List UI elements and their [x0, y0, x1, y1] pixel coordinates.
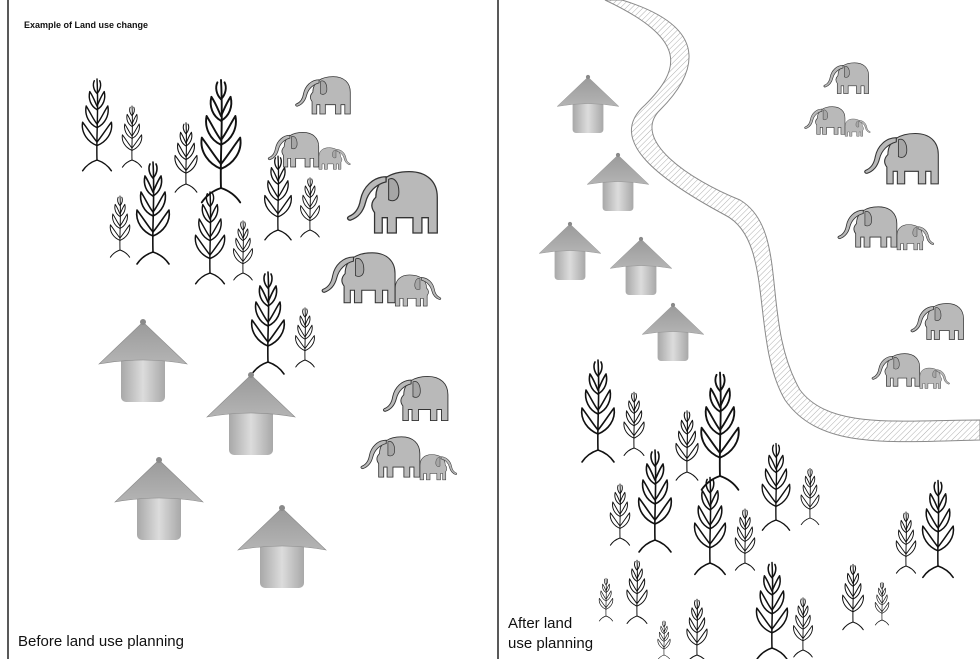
- after-caption-line1: After land: [508, 615, 573, 632]
- diagram-title: Example of Land use change: [24, 20, 149, 30]
- after-caption-line2: use planning: [508, 635, 594, 652]
- before-caption: Before land use planning: [18, 633, 184, 650]
- after-caption: After land use planning: [508, 614, 618, 654]
- river: [604, 0, 980, 443]
